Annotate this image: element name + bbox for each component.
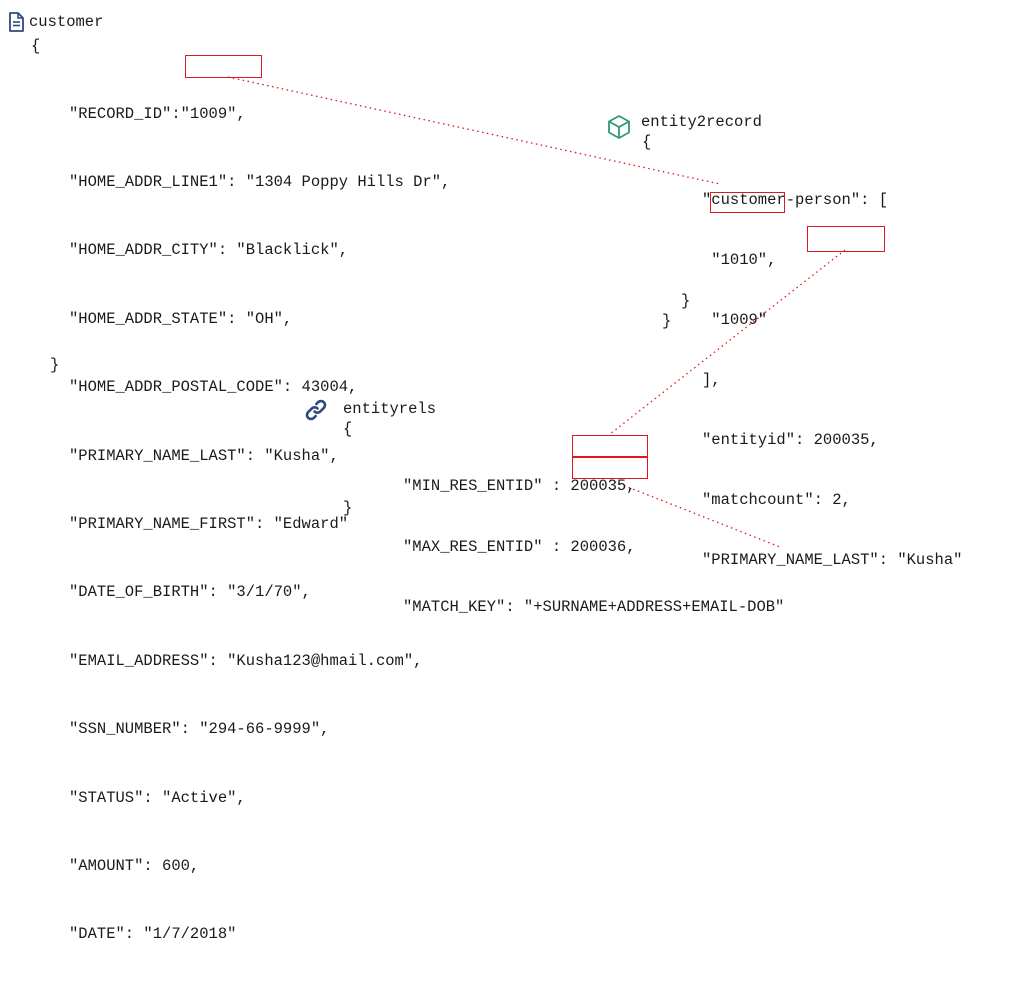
entity2record-line: "1010",: [702, 251, 777, 269]
entityrels-open-brace: {: [343, 420, 353, 438]
customer-line: "AMOUNT": 600,: [69, 856, 200, 875]
customer-close-brace: }: [50, 356, 60, 374]
link-icon: [304, 398, 328, 427]
entity2record-line: "PRIMARY_NAME_LAST": "Kusha": [702, 551, 963, 569]
entityrels-line: "MATCH_KEY": "+SURNAME+ADDRESS+EMAIL-DOB…: [403, 598, 785, 616]
entityrels-line: "MAX_RES_ENTID" : 200036,: [403, 537, 636, 556]
entityrels-close-brace: }: [343, 499, 353, 517]
customer-line: "HOME_ADDR_POSTAL_CODE": 43004,: [69, 378, 358, 397]
connector-layer: [227, 76, 846, 548]
connector-max-res-outgoing: [609, 479, 781, 548]
customer-line: "DATE_OF_BIRTH": "3/1/70",: [69, 583, 311, 602]
customer-body: "RECORD_ID":"1009", "HOME_ADDR_LINE1": "…: [69, 57, 450, 992]
customer-title: customer: [29, 13, 104, 31]
entity2record-close-brace: }: [662, 312, 672, 330]
entity2record-open-brace: {: [642, 133, 652, 151]
customer-open-brace: {: [31, 37, 41, 55]
customer-line: "STATUS": "Active",: [69, 788, 246, 807]
entity2record-inner-close-brace: }: [681, 292, 691, 310]
customer-line: "RECORD_ID":"1009",: [69, 104, 246, 123]
entity2record-line: "matchcount": 2,: [702, 491, 851, 509]
entityrels-line: "MIN_RES_ENTID" : 200035,: [403, 477, 636, 495]
entity2record-line: "customer-person": [: [702, 191, 889, 209]
document-icon: [8, 12, 24, 37]
customer-line: "HOME_ADDR_LINE1": "1304 Poppy Hills Dr"…: [69, 172, 451, 191]
entity2record-line: "entityid": 200035,: [702, 431, 879, 449]
entity2record-title: entity2record: [641, 113, 762, 131]
entity2record-body: "customer-person": [ "1010", "1009" ], "…: [702, 150, 962, 610]
entity2record-line: ],: [702, 371, 721, 389]
customer-line: "DATE": "1/7/2018": [69, 925, 237, 944]
customer-line: "PRIMARY_NAME_LAST": "Kusha",: [69, 446, 339, 465]
entityrels-body: "MIN_RES_ENTID" : 200035, "MAX_RES_ENTID…: [403, 436, 784, 658]
customer-line: "PRIMARY_NAME_FIRST": "Edward": [69, 514, 349, 533]
customer-line: "HOME_ADDR_STATE": "OH",: [69, 309, 293, 328]
entity2record-line: "1009": [702, 311, 768, 329]
customer-line: "HOME_ADDR_CITY": "Blacklick",: [69, 241, 349, 260]
customer-line: "EMAIL_ADDRESS": "Kusha123@hmail.com",: [69, 651, 423, 670]
entityrels-title: entityrels: [343, 400, 437, 418]
cube-icon: [606, 114, 632, 145]
customer-line: "SSN_NUMBER": "294-66-9999",: [69, 720, 330, 739]
